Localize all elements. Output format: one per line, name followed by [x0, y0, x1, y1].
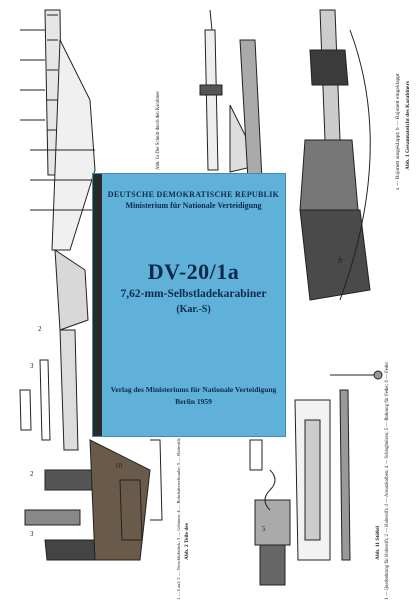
part-number: 3 — [30, 530, 34, 538]
verlag-place-year: Berlin 1959 — [175, 397, 212, 406]
part-number: 2 — [30, 470, 34, 478]
caption-abb1a: Abb. 1a Der Schnitt durch den Karabiner — [156, 91, 161, 170]
book-cover: DEUTSCHE DEMOKRATISCHE REPUBLIK Minister… — [93, 174, 285, 436]
part-number: 2 — [38, 325, 42, 333]
label-b: b — [338, 255, 343, 265]
cover-subtitle: 7,62-mm-Selbstladekarabiner — [120, 288, 267, 300]
caption-abb11-title: Abb. 11 Stößel — [375, 525, 381, 560]
cover-spine — [93, 174, 102, 436]
cover-subtitle-abbr: (Kar.-S) — [176, 304, 211, 315]
cover-title: DV-20/1a — [147, 259, 240, 284]
publisher-ministry: Ministerium für Nationale Verteidigung — [125, 201, 262, 210]
part-number: 5 — [262, 525, 266, 533]
publisher-country: DEUTSCHE DEMOKRATISCHE REPUBLIK — [107, 190, 280, 199]
caption-abb1-title: Abb. 1 Gesamtansicht des Karabiners — [405, 80, 411, 170]
part-number: 3 — [30, 362, 34, 370]
verlag-line: Verlag des Ministeriums für Nationale Ve… — [110, 385, 277, 394]
caption-abb1-legend: a — Bajonett ausgeklappt; b — Bajonett e… — [395, 73, 401, 190]
part-number: 10 — [115, 462, 122, 470]
caption-abb11-legend: 1 — Querbohrung für Haltestift; 2 — Halt… — [385, 361, 390, 600]
caption-abb2-title: Abb. 2 Teile des — [184, 523, 190, 560]
